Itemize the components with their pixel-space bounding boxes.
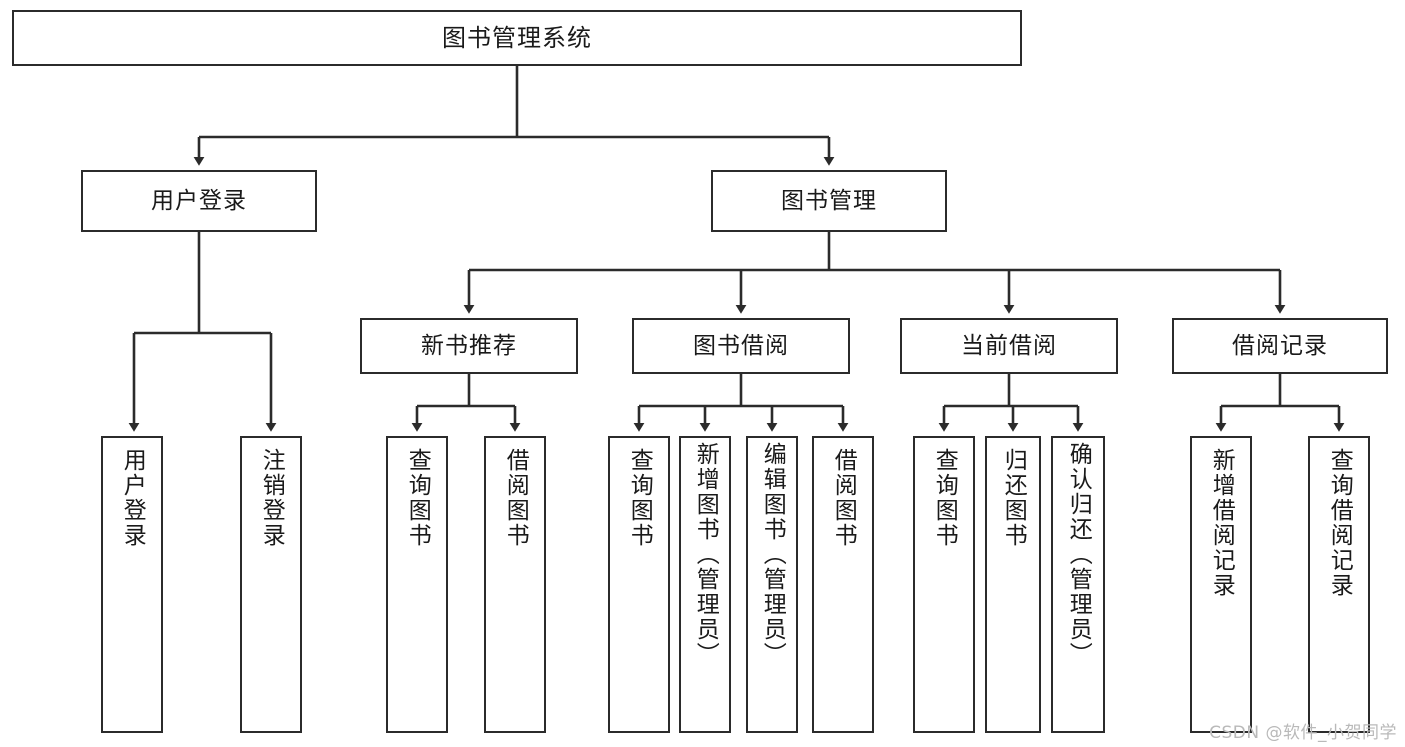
csdn-watermark: CSDN @软件_小贺同学 [1209,723,1397,743]
node-book-borrow-label: 图书借阅 [693,332,789,359]
node-current-borrow[interactable]: 当前借阅 [900,318,1118,374]
node-root-label: 图书管理系统 [442,24,592,52]
node-leaf-edit-book-label: 编辑图书（管理员） [759,442,786,667]
node-leaf-query-book-3[interactable]: 查询图书 [913,436,975,733]
node-leaf-confirm-return-label: 确认归还（管理员） [1065,442,1092,667]
node-leaf-query-book-1[interactable]: 查询图书 [386,436,448,733]
node-leaf-return-book[interactable]: 归还图书 [985,436,1041,733]
node-leaf-logout[interactable]: 注销登录 [240,436,302,733]
node-user-login-label: 用户登录 [151,187,247,214]
node-leaf-add-book[interactable]: 新增图书（管理员） [679,436,731,733]
node-leaf-query-book-2-label: 查询图书 [626,448,653,548]
node-new-book-recommend-label: 新书推荐 [421,332,517,359]
node-leaf-borrow-book-1[interactable]: 借阅图书 [484,436,546,733]
node-leaf-borrow-book-2-label: 借阅图书 [830,448,857,548]
node-root[interactable]: 图书管理系统 [12,10,1022,66]
node-leaf-borrow-book-2[interactable]: 借阅图书 [812,436,874,733]
node-borrow-record-label: 借阅记录 [1232,332,1328,359]
node-leaf-query-book-1-label: 查询图书 [404,448,431,548]
node-leaf-query-book-2[interactable]: 查询图书 [608,436,670,733]
node-new-book-recommend[interactable]: 新书推荐 [360,318,578,374]
node-leaf-edit-book[interactable]: 编辑图书（管理员） [746,436,798,733]
node-leaf-query-record-label: 查询借阅记录 [1326,448,1353,598]
node-book-borrow[interactable]: 图书借阅 [632,318,850,374]
node-leaf-return-book-label: 归还图书 [1000,448,1027,548]
node-leaf-query-book-3-label: 查询图书 [931,448,958,548]
node-borrow-record[interactable]: 借阅记录 [1172,318,1388,374]
node-leaf-add-book-label: 新增图书（管理员） [692,442,719,667]
node-leaf-add-record[interactable]: 新增借阅记录 [1190,436,1252,733]
node-leaf-add-record-label: 新增借阅记录 [1208,448,1235,598]
node-leaf-borrow-book-1-label: 借阅图书 [502,448,529,548]
node-book-manage-label: 图书管理 [781,187,877,214]
node-leaf-logout-label: 注销登录 [258,448,285,548]
node-leaf-user-login[interactable]: 用户登录 [101,436,163,733]
node-user-login[interactable]: 用户登录 [81,170,317,232]
node-book-manage[interactable]: 图书管理 [711,170,947,232]
node-current-borrow-label: 当前借阅 [961,332,1057,359]
node-leaf-confirm-return[interactable]: 确认归还（管理员） [1051,436,1105,733]
node-leaf-query-record[interactable]: 查询借阅记录 [1308,436,1370,733]
node-leaf-user-login-label: 用户登录 [119,448,146,548]
